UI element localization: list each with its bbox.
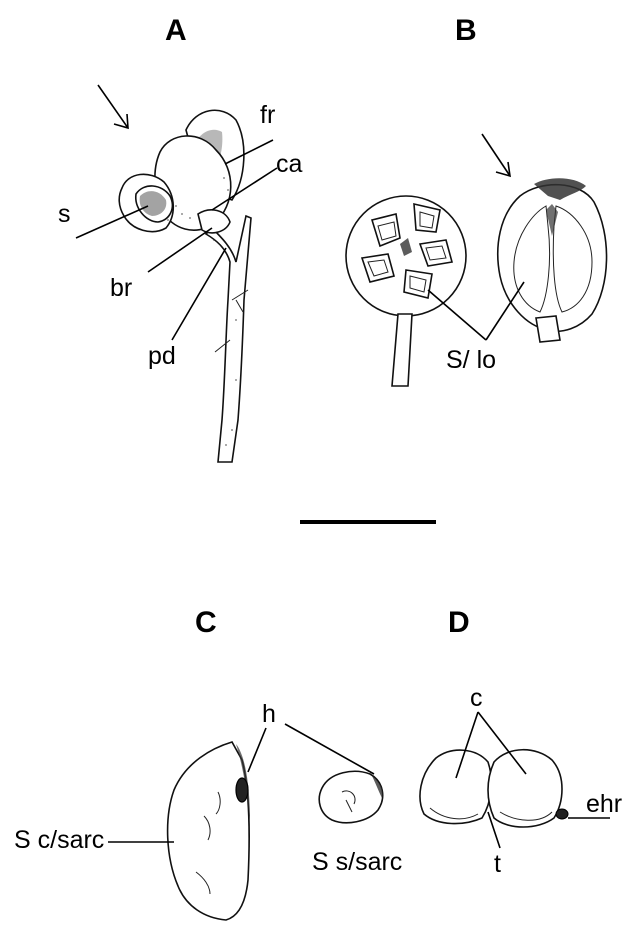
label-s: s: [58, 200, 71, 228]
label-ca: ca: [276, 150, 303, 178]
panel-label-d: D: [448, 606, 470, 639]
panel-label-b: B: [455, 14, 477, 47]
hilum: [236, 778, 248, 802]
label-c: c: [470, 684, 483, 712]
calyx: [198, 210, 230, 233]
panel-c-drawing: [108, 724, 383, 920]
label-h: h: [262, 700, 276, 728]
label-ehr: ehr: [586, 790, 622, 818]
label-s-s-sarc: S s/sarc: [312, 848, 402, 876]
panel-a-drawing: [76, 85, 277, 462]
cotyledon-left: [420, 750, 491, 823]
panel-label-c: C: [195, 606, 217, 639]
label-s-lo: S/ lo: [446, 346, 496, 374]
label-s-c-sarc: S c/sarc: [14, 826, 104, 854]
panel-d-drawing: [420, 712, 610, 848]
cotyledon-right: [488, 750, 562, 827]
panel-label-a: A: [165, 14, 187, 47]
arrow-icon: [98, 85, 128, 128]
embryonic-axis: [556, 809, 568, 819]
arrow-icon: [482, 134, 510, 176]
cross-section-stalk: [392, 314, 412, 386]
seed-without-sarcotesta: [319, 771, 382, 822]
peduncle-stem: [206, 216, 251, 462]
label-br: br: [110, 274, 132, 302]
seed-with-sarcotesta: [168, 742, 250, 920]
label-fr: fr: [260, 101, 275, 129]
label-pd: pd: [148, 342, 176, 370]
label-t: t: [494, 850, 501, 878]
